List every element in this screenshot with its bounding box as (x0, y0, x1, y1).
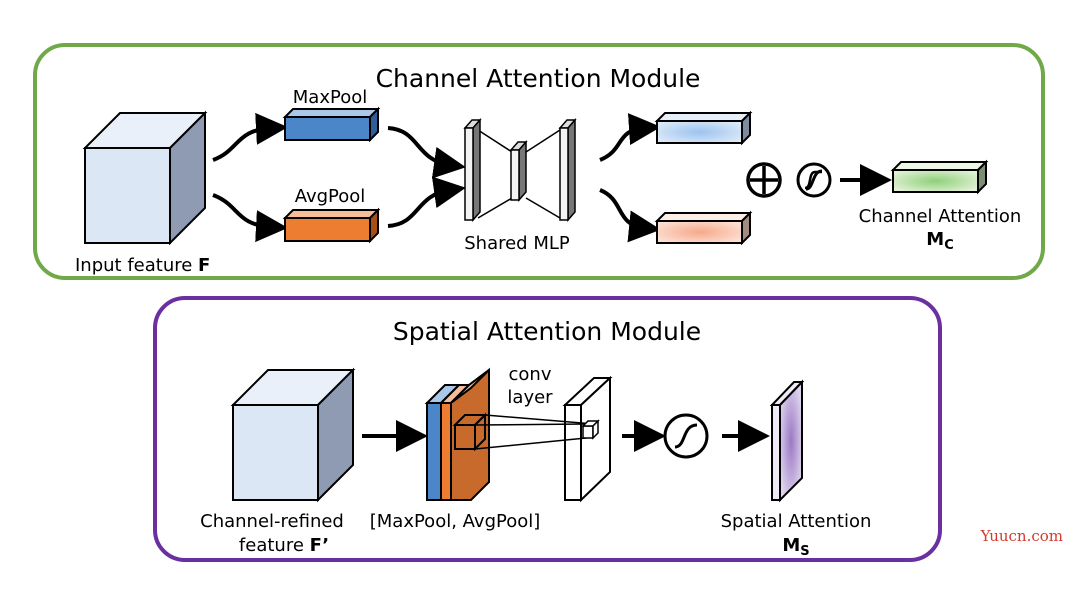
spatial-sigmoid-icon (663, 413, 709, 459)
arrow-to-avgpool (212, 193, 288, 243)
shared-mlp (463, 118, 577, 222)
arrow-mlp-to-orange (599, 188, 661, 243)
shared-mlp-label: Shared MLP (464, 233, 570, 254)
channel-refined-label-line2: feature F’ (239, 535, 329, 556)
mlp-output-avgpool-bar (654, 210, 753, 246)
conv-layer-slab (562, 375, 613, 503)
watermark: Yuucn.com (980, 527, 1063, 545)
channel-attention-symbol: MC (926, 229, 953, 253)
maxpool-label: MaxPool (293, 87, 367, 108)
channel-attention-label: Channel Attention (859, 206, 1022, 227)
conv-projection-lines (474, 414, 595, 450)
conv-layer-label-line1: conv (509, 364, 552, 385)
arrow-to-maxpool (212, 112, 288, 162)
pooled-maps-stack (424, 367, 490, 501)
avgpool-label: AvgPool (295, 186, 366, 207)
mlp-output-maxpool-bar (654, 110, 753, 146)
channel-module-title: Channel Attention Module (376, 64, 701, 93)
arrow-mlp-to-blue (599, 113, 661, 162)
spatial-module-title: Spatial Attention Module (393, 317, 701, 346)
channel-refined-label-line1: Channel-refined (200, 511, 344, 532)
conv-output-cell (581, 419, 600, 440)
arrow-maxpool-to-mlp (387, 126, 466, 179)
spatial-module-border (153, 296, 942, 562)
maxpool-bar (282, 106, 381, 143)
arrow-avgpool-to-mlp (387, 176, 466, 228)
pooled-maps-label: [MaxPool, AvgPool] (370, 511, 541, 532)
spatial-attention-label: Spatial Attention (721, 511, 872, 532)
avgpool-bar (282, 207, 381, 244)
conv-layer-label-line2: layer (507, 387, 553, 408)
channel-module-border (33, 43, 1045, 280)
channel-attention-bar (890, 159, 989, 195)
input-feature-cube (82, 110, 208, 246)
channel-refined-cube (230, 367, 356, 503)
spatial-attention-map (769, 379, 805, 503)
input-feature-label: Input feature F (75, 255, 210, 276)
plus-circle-icon (746, 162, 782, 198)
spatial-attention-symbol: MS (782, 535, 809, 559)
sigmoid-icon (796, 162, 832, 198)
